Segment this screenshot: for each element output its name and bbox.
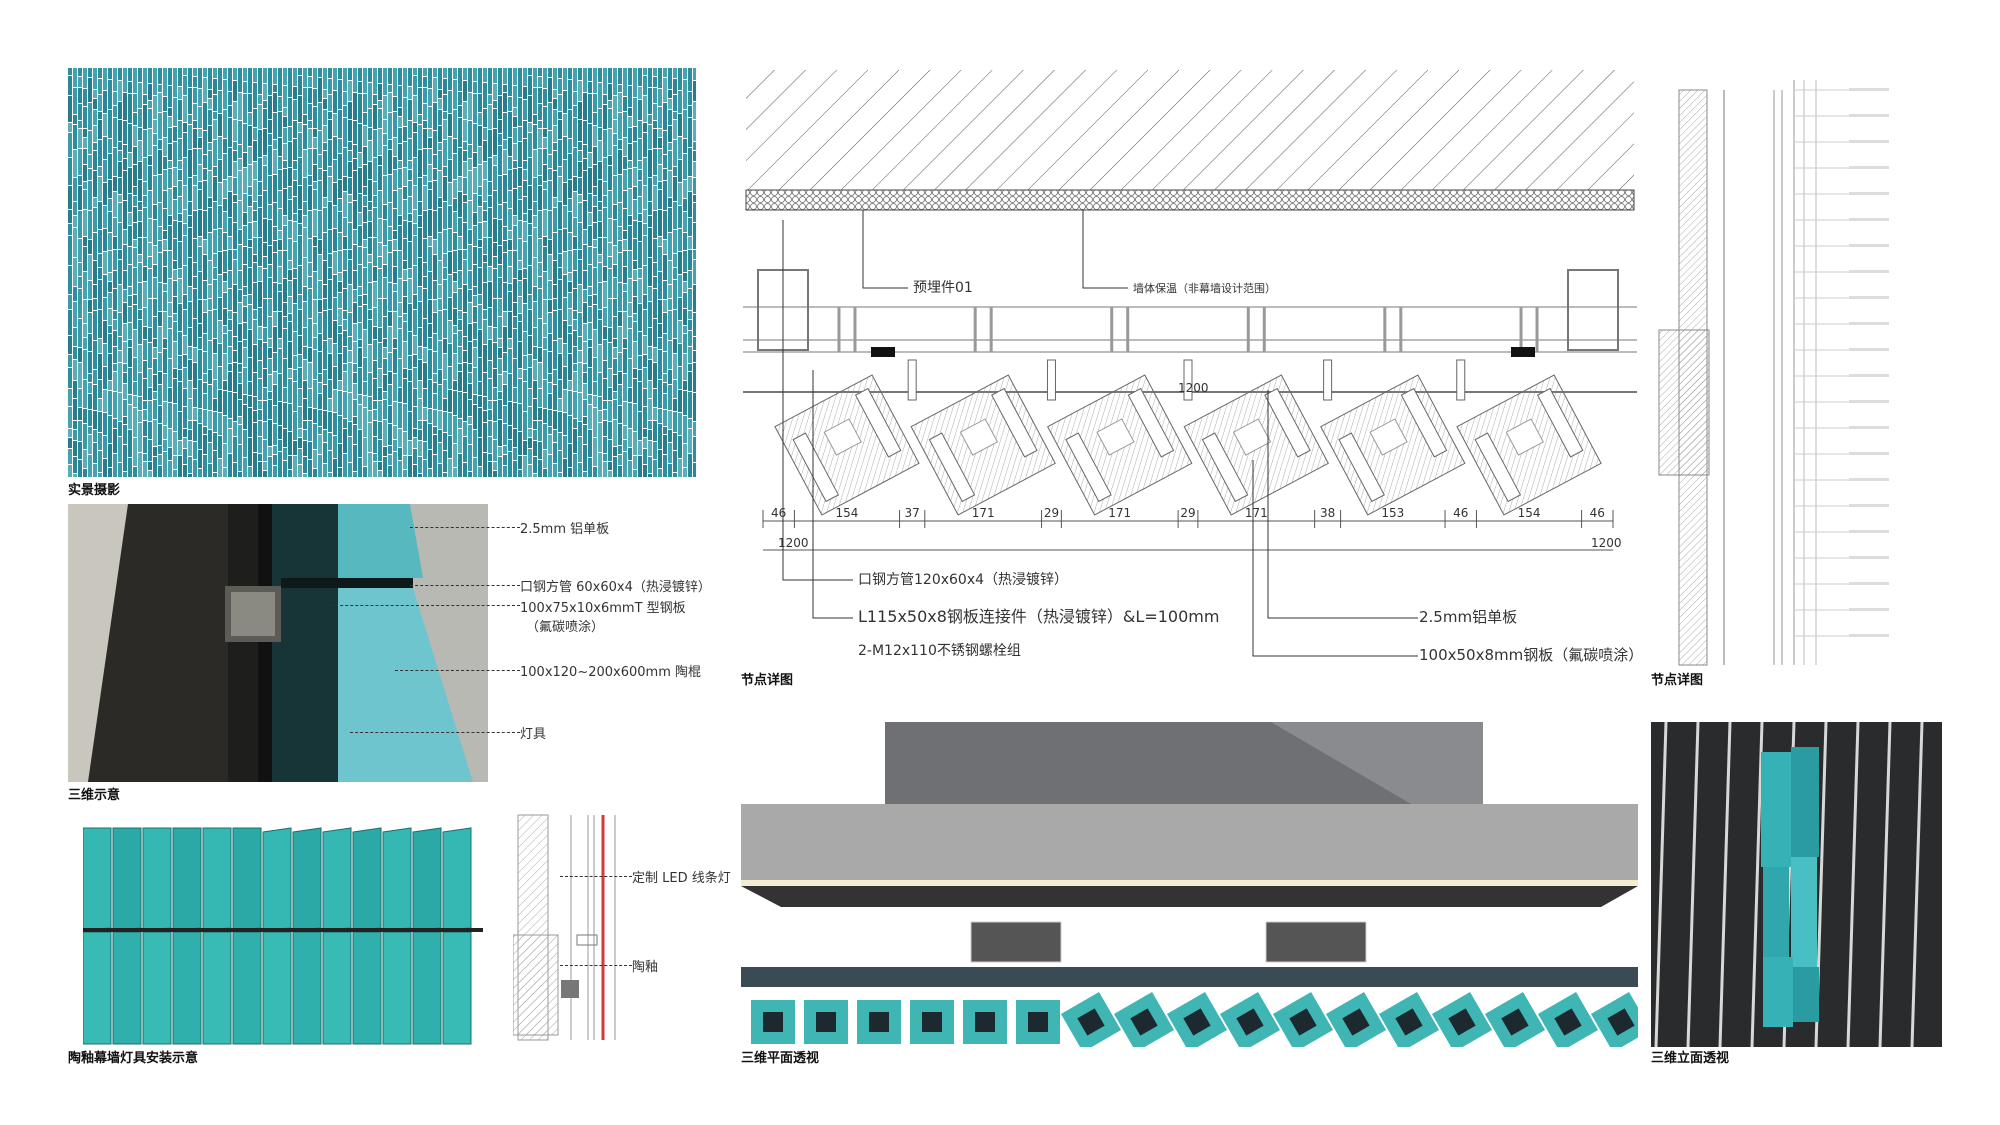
dimension-label: 29 bbox=[1180, 506, 1195, 520]
dimension-label: 154 bbox=[836, 506, 859, 520]
ceramic-tile-3d bbox=[1431, 991, 1493, 1047]
dimension-label: 46 bbox=[771, 506, 786, 520]
ceramic-tile-3d bbox=[1016, 1000, 1060, 1044]
ceramic-tile-3d bbox=[1060, 991, 1122, 1047]
ceramic-tile-3d bbox=[1378, 991, 1440, 1047]
dimension-label: 171 bbox=[972, 506, 995, 520]
note-aluminum-panel: 2.5mm铝单板 bbox=[1419, 608, 1517, 626]
ceramic-tile-3d bbox=[804, 1000, 848, 1044]
facade-photo bbox=[68, 68, 696, 477]
install-caption: 陶釉幕墙灯具安装示意 bbox=[68, 1051, 199, 1066]
ceramic-tile-3d bbox=[1272, 991, 1334, 1047]
3d-elevation-perspective bbox=[1651, 722, 1942, 1047]
callout-aluminum-panel: 2.5mm 铝单板 bbox=[520, 522, 610, 537]
note-steel-tube: 口钢方管120x60x4（热浸镀锌） bbox=[858, 571, 1068, 588]
node-detail-caption: 节点详图 bbox=[741, 673, 794, 688]
note-bolt-group: 2-M12x110不锈钢螺栓组 bbox=[858, 643, 1021, 659]
note-l-bracket: L115x50x8钢板连接件（热浸镀锌）&L=100mm bbox=[858, 607, 1219, 626]
render3d-caption: 三维示意 bbox=[68, 788, 121, 803]
callout-steel-tube: 口钢方管 60x60x4（热浸镀锌） bbox=[520, 580, 711, 595]
ceramic-tile-3d bbox=[1484, 991, 1546, 1047]
ceramic-tile-section bbox=[1456, 374, 1602, 516]
ceramic-tile-3d bbox=[751, 1000, 795, 1044]
ceramic-tile-3d bbox=[1537, 991, 1599, 1047]
callout-light-fixture: 灯具 bbox=[520, 727, 547, 742]
ceramic-tile-3d bbox=[1113, 991, 1175, 1047]
ceramic-tile-section bbox=[1047, 374, 1193, 516]
3d-render-illustration bbox=[68, 504, 488, 782]
dimension-label: 38 bbox=[1320, 506, 1335, 520]
photo-caption: 实景摄影 bbox=[68, 483, 121, 498]
insulation-label: 墙体保温（非幕墙设计范围） bbox=[1133, 281, 1276, 295]
note-steel-plate: 100x50x8mm钢板（氟碳喷涂） bbox=[1419, 646, 1637, 664]
node-detail-drawing: 46 154 37 171 29 171 29 171 38 153 46 154 46 预埋件01 墙… bbox=[743, 70, 1637, 664]
callout-t-steel-plate: 100x75x10x6mmT 型钢板 bbox=[520, 601, 686, 616]
ceramic-tile-3d bbox=[857, 1000, 901, 1044]
ceramic-tile-section bbox=[1183, 374, 1329, 516]
3d-plan-perspective bbox=[741, 722, 1638, 1047]
callout-t-steel-coating: （氟碳喷涂） bbox=[526, 620, 605, 635]
overall-right: 1200 bbox=[1591, 536, 1622, 550]
ceramic-facade-elevation bbox=[83, 810, 483, 1047]
dimension-label: 46 bbox=[1453, 506, 1468, 520]
dimension-label: 153 bbox=[1381, 506, 1404, 520]
ceramic-tile-3d bbox=[1590, 991, 1638, 1047]
callout-ceramic-rod: 100x120~200x600mm 陶棍 bbox=[520, 665, 701, 680]
ceramic-tile-3d bbox=[1219, 991, 1281, 1047]
install-section-drawing bbox=[513, 814, 616, 1041]
ceramic-tile-section bbox=[1320, 374, 1466, 516]
elevation-section-drawing bbox=[1658, 80, 1889, 666]
dimension-label: 171 bbox=[1108, 506, 1131, 520]
mid-1200-label: 1200 bbox=[1178, 381, 1209, 395]
ceramic-tile-3d bbox=[1325, 991, 1387, 1047]
dimension-label: 46 bbox=[1590, 506, 1605, 520]
ceramic-tile-3d bbox=[963, 1000, 1007, 1044]
callout-led-strip: 定制 LED 线条灯 bbox=[632, 871, 731, 886]
ceramic-tile-3d bbox=[910, 1000, 954, 1044]
ceramic-tile-section bbox=[774, 374, 920, 516]
elevation-detail-caption: 节点详图 bbox=[1651, 673, 1704, 688]
ceramic-tile-3d bbox=[1166, 991, 1228, 1047]
dimension-label: 154 bbox=[1518, 506, 1541, 520]
dimension-label: 171 bbox=[1245, 506, 1268, 520]
plan3d-caption: 三维平面透视 bbox=[741, 1051, 820, 1066]
callout-glaze: 陶釉 bbox=[632, 960, 659, 975]
overall-left: 1200 bbox=[778, 536, 809, 550]
dimension-label: 37 bbox=[905, 506, 920, 520]
elev3d-caption: 三维立面透视 bbox=[1651, 1051, 1730, 1066]
embed-label: 预埋件01 bbox=[913, 280, 973, 296]
ceramic-tile-section bbox=[910, 374, 1056, 516]
dimension-label: 29 bbox=[1044, 506, 1059, 520]
